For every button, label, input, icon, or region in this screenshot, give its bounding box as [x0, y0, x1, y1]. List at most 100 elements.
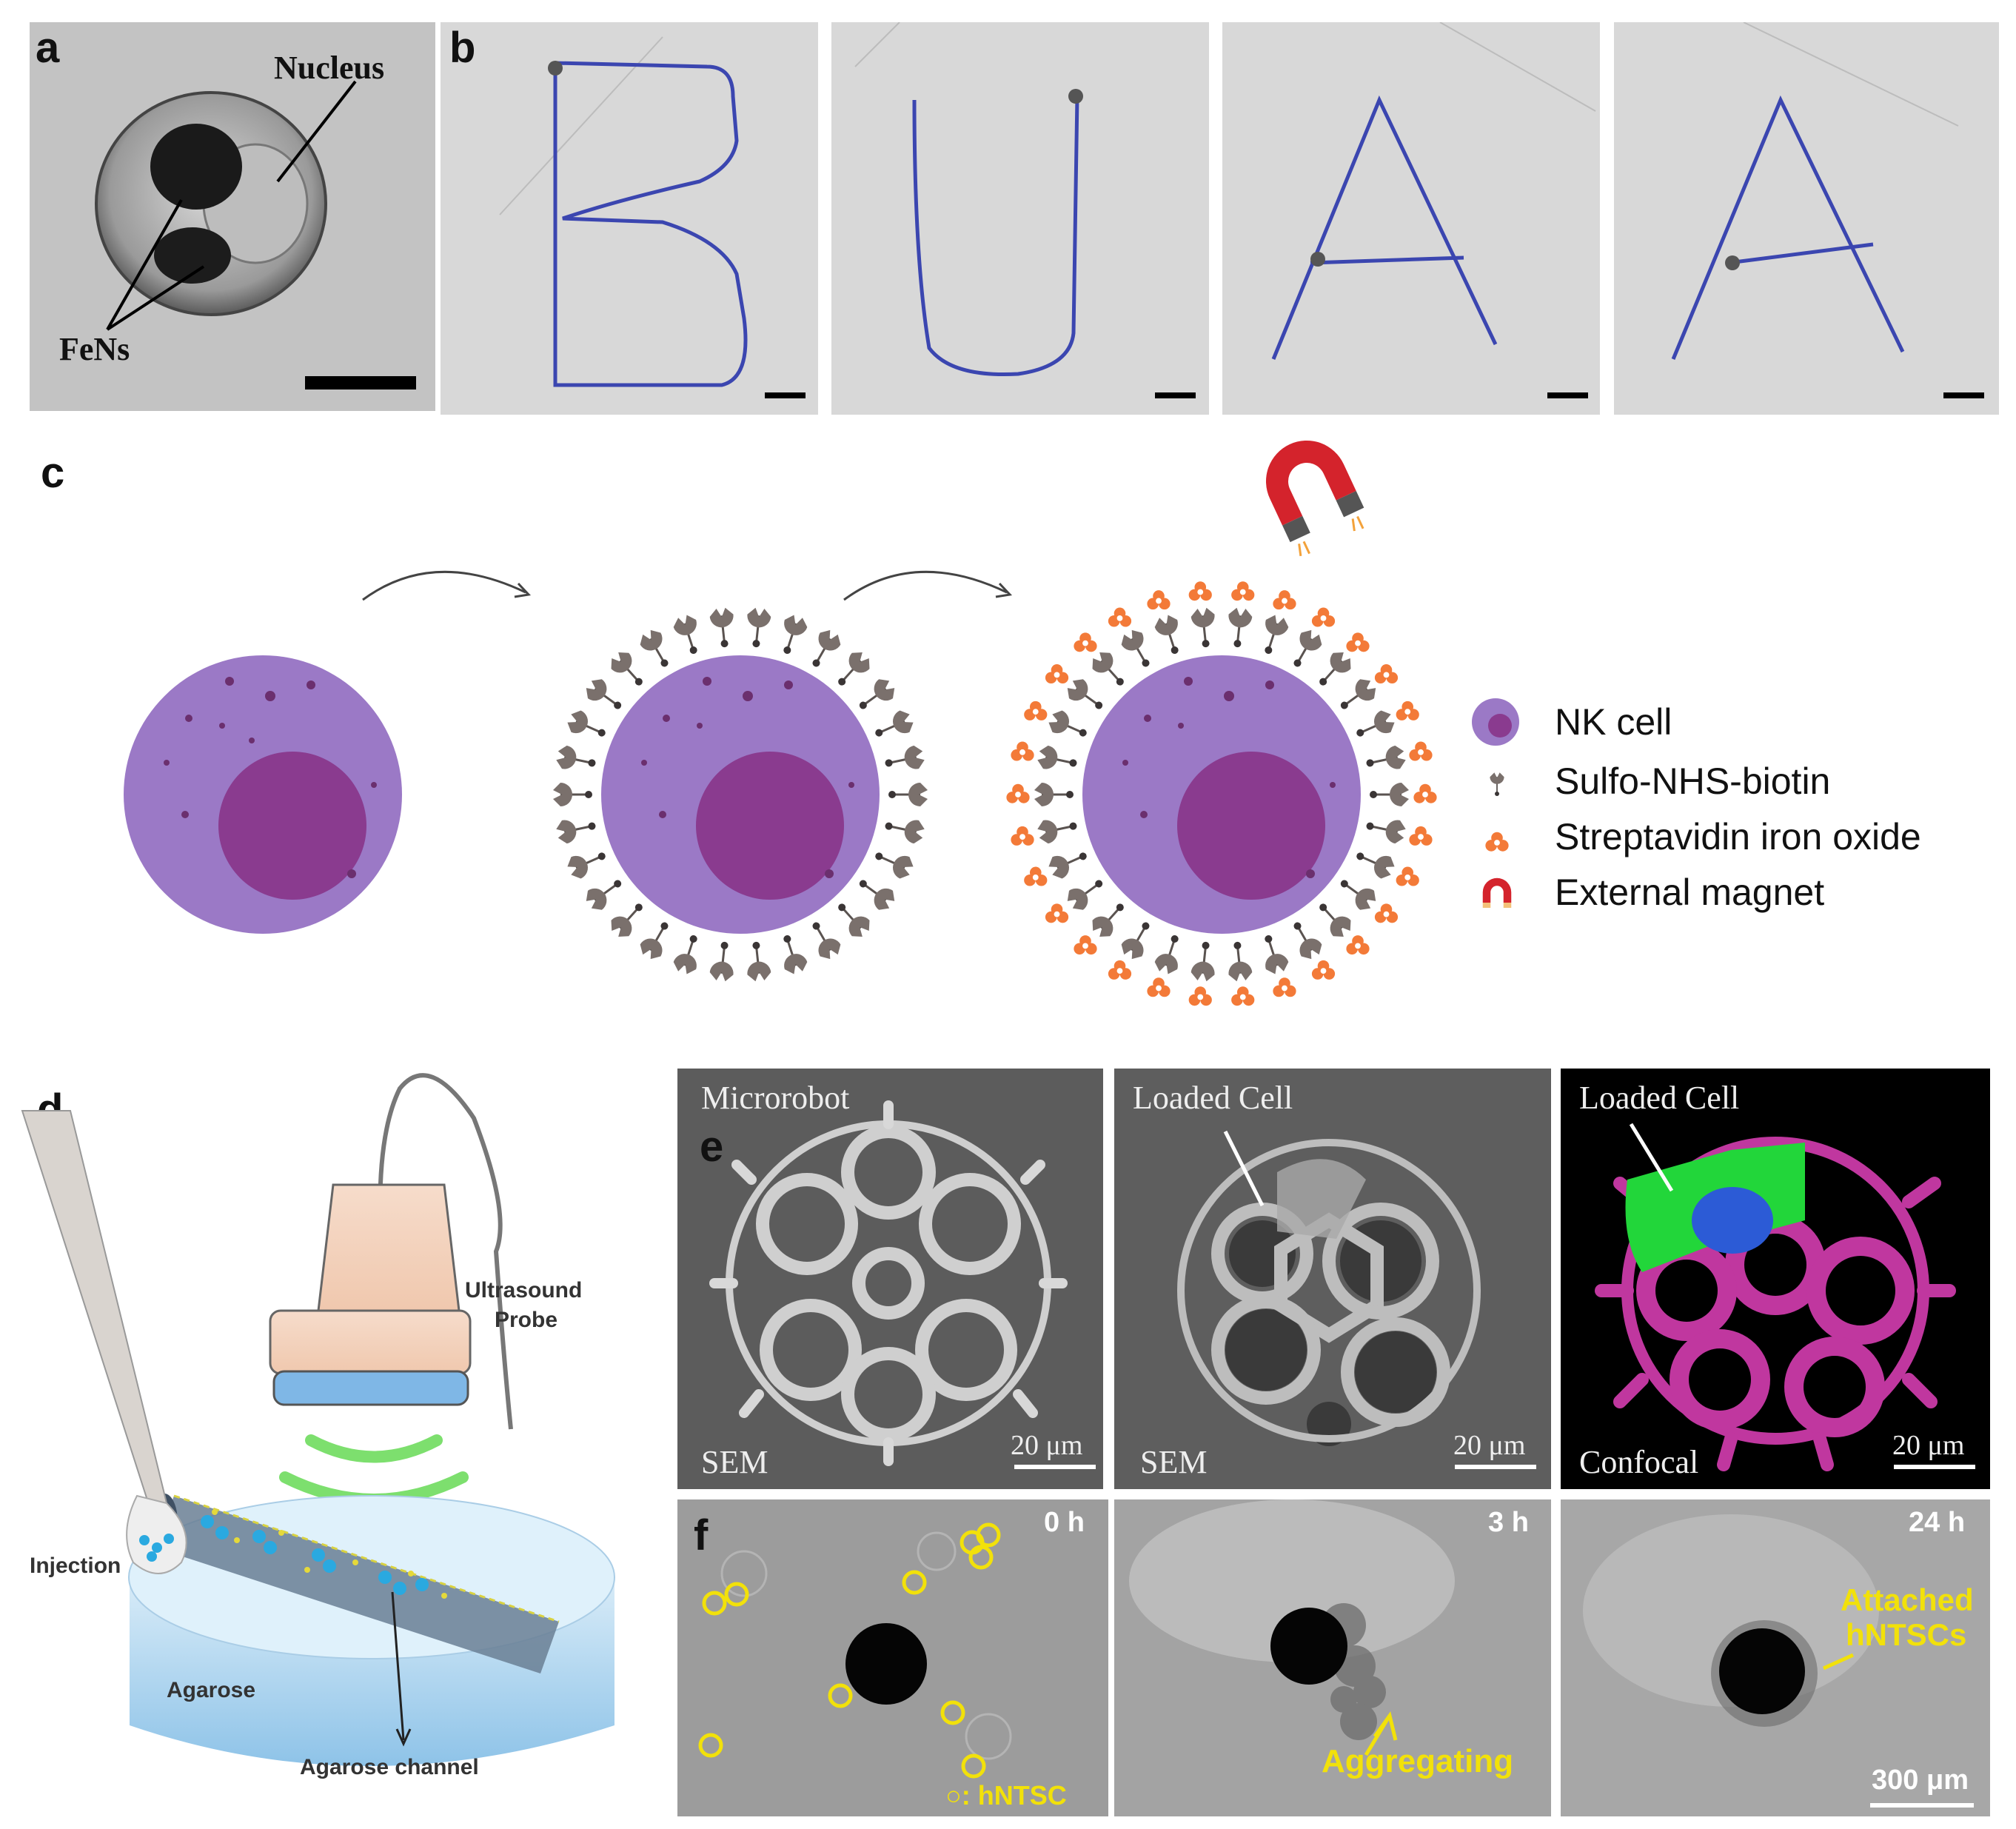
biotin-molecule [1062, 871, 1111, 916]
biotin-molecule [774, 930, 811, 978]
f-time: 3 h [1488, 1507, 1529, 1538]
biotin-molecule [869, 706, 918, 746]
injection-pipette [21, 1110, 187, 1574]
biotin-molecule [774, 611, 811, 659]
biotin-molecule [1333, 673, 1382, 718]
panel-label: b [449, 24, 476, 72]
iron-oxide-particle [1147, 590, 1171, 610]
nk-cell-biotinylated [552, 606, 929, 983]
biotin-molecule [1350, 843, 1399, 883]
legend-nk-cell: NK cell [1555, 701, 1672, 743]
iron-oxide-particle [1188, 986, 1212, 1006]
biotin-molecule [553, 812, 600, 846]
f-tile-0h: f 0 h ○: hNTSC [677, 1499, 1108, 1816]
iron-oxide-particle [1045, 903, 1069, 923]
biotin-molecule [1224, 606, 1254, 650]
biotin-molecule [1033, 781, 1075, 808]
e-tile-title: Microrobot [701, 1080, 850, 1116]
biotin-molecule [1284, 625, 1327, 674]
trace-letter-b [553, 61, 748, 387]
probe-label-1: Ultrasound [465, 1278, 583, 1303]
microrobot-dark [845, 1623, 927, 1705]
biotin-molecule [708, 606, 738, 650]
biotin-molecule [635, 625, 678, 674]
biotin-molecule [708, 939, 738, 983]
iron-oxide-particle [1231, 986, 1255, 1006]
biotin-molecule [1362, 812, 1409, 846]
biotin-molecule [605, 895, 652, 943]
biotin-molecule [635, 915, 678, 964]
biotin-molecule [743, 939, 773, 983]
biotin-molecule [1086, 646, 1133, 694]
biotin-molecule [881, 812, 928, 846]
nk-cell-magnetized [1006, 581, 1437, 1006]
biotin-molecule [829, 646, 876, 694]
injection-label: Injection [30, 1554, 121, 1578]
biotin-molecule [1034, 743, 1081, 777]
e-tile-method: Confocal [1579, 1444, 1699, 1480]
iron-oxide-particle [1024, 866, 1048, 886]
panel-c-label: c [41, 449, 65, 497]
biotin-molecule [1034, 812, 1081, 846]
e-tile-loaded-confocal: Loaded Cell Confocal 20 μm [1561, 1069, 1990, 1489]
microrobot-dark [1270, 1608, 1347, 1685]
biotin-molecule [851, 673, 900, 718]
fens-label: FeNs [59, 331, 130, 367]
biotin-molecule [1086, 895, 1133, 943]
biotin-molecule [552, 781, 594, 808]
f-note-1: Attached [1841, 1582, 1974, 1617]
biotin-molecule [580, 673, 629, 718]
biotin-molecule [1116, 915, 1159, 964]
iron-oxide-particle [1011, 741, 1034, 761]
iron-oxide-particle [1108, 607, 1132, 627]
f-note: ○: hNTSC [945, 1780, 1067, 1810]
biotin-molecule [1284, 915, 1327, 964]
biotin-molecule [1189, 606, 1219, 650]
panel-b: b [441, 21, 1999, 415]
biotin-molecule [869, 843, 918, 883]
cell-micrograph [95, 80, 416, 389]
channel-label: Agarose channel [300, 1755, 479, 1779]
panel-label: a [36, 24, 60, 72]
panel-d-diagram [21, 1073, 615, 1766]
iron-oxide-particle [1396, 700, 1419, 720]
iron-oxide-particle [1231, 581, 1255, 601]
biotin-molecule [829, 895, 876, 943]
iron-oxide-particle [1045, 664, 1069, 684]
biotin-molecule [1044, 843, 1093, 883]
trace-letter-a1 [1271, 95, 1498, 360]
e-tile-scale: 20 μm [1892, 1430, 1965, 1461]
iron-oxide-particle [1409, 741, 1433, 761]
f-note: Aggregating [1322, 1743, 1514, 1779]
iron-oxide-particle [1413, 783, 1437, 803]
iron-oxide-particle [1273, 590, 1296, 610]
panel-a: a Nucleus FeNs [30, 22, 435, 411]
biotin-molecule [1044, 706, 1093, 746]
biotin-molecule [743, 606, 773, 650]
e-tile-scale: 20 μm [1011, 1430, 1083, 1461]
biotin-molecule [553, 743, 600, 777]
nk-cell-plain [124, 655, 402, 934]
iron-oxide-particle [1074, 632, 1097, 652]
biotin-molecule [605, 646, 652, 694]
microrobot-dark [1719, 1628, 1805, 1714]
e-tile-method: SEM [701, 1444, 768, 1480]
biotin-molecule [580, 871, 629, 916]
nucleus-label: Nucleus [274, 50, 385, 86]
f-scale: 300 μm [1872, 1765, 1969, 1796]
iron-oxide-particle [1006, 783, 1030, 803]
e-tile-microrobot: Microrobot SEM 20 μm [677, 1069, 1103, 1489]
ultrasound-probe [269, 1183, 472, 1406]
iron-oxide-particle [1074, 935, 1097, 955]
iron-oxide-particle [1147, 977, 1171, 997]
biotin-molecule [1310, 895, 1357, 943]
f-time: 24 h [1909, 1507, 1966, 1538]
biotin-molecule [1350, 706, 1399, 746]
iron-oxide-particle [1273, 977, 1296, 997]
biotin-molecule [1062, 673, 1111, 718]
e-tile-title: Loaded Cell [1133, 1080, 1293, 1116]
iron-oxide-particle [1024, 700, 1048, 720]
iron-oxide-particle [1311, 607, 1336, 627]
biotin-molecule [803, 625, 845, 674]
e-tile-title: Loaded Cell [1579, 1080, 1740, 1116]
